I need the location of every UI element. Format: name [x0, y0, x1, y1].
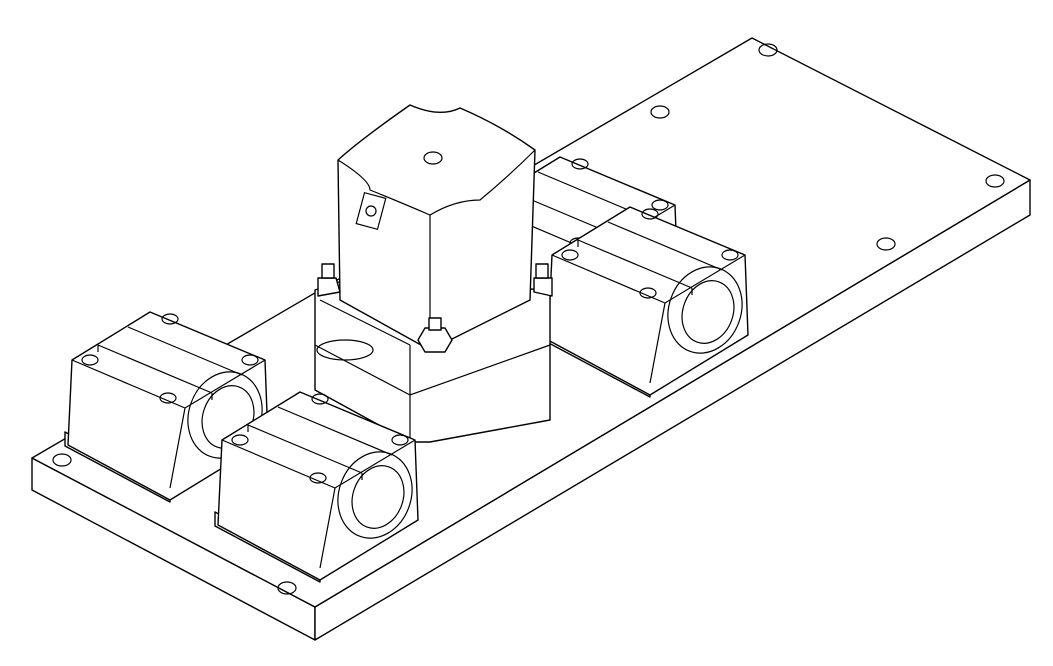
- motor-assembly: [314, 104, 553, 443]
- mounting-hole: [985, 174, 1005, 188]
- mounting-hole: [876, 237, 896, 251]
- nut: [533, 263, 553, 297]
- mounting-hole: [758, 43, 778, 57]
- mounting-hole: [277, 581, 297, 595]
- nut: [317, 263, 341, 297]
- shaft-hole: [423, 151, 443, 165]
- nut: [417, 317, 453, 353]
- mounting-hole: [52, 453, 72, 467]
- mounting-hole: [650, 105, 670, 119]
- connector: [355, 191, 387, 231]
